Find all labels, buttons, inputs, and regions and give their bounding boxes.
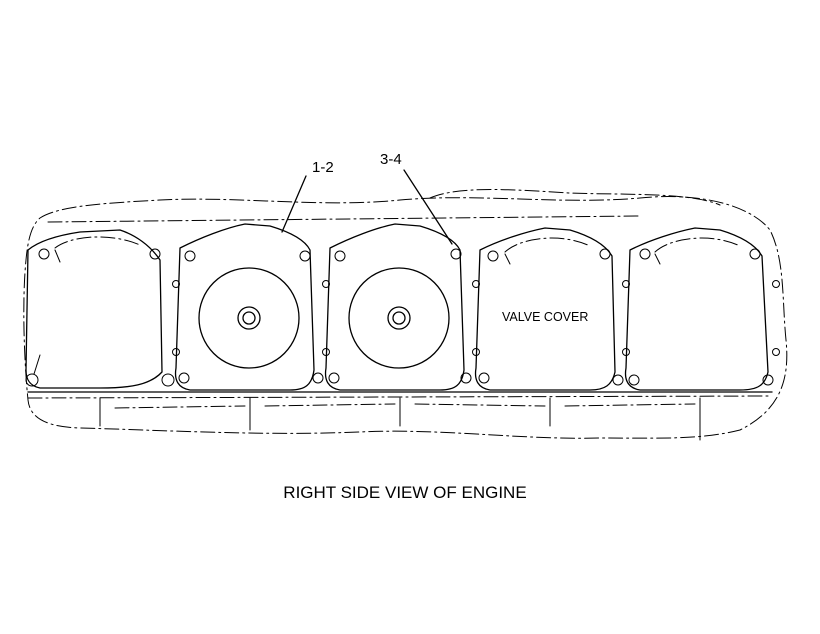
valve-cover-2 [172,223,324,391]
valve-cover-label: VALVE COVER [502,310,588,324]
engine-outline [23,196,788,439]
valve-cover-1 [25,229,175,389]
valve-cover-4 [472,227,624,391]
block-lower-line [27,395,771,399]
valve-cover-3 [322,223,472,391]
leader-line-3-4 [403,169,453,245]
block-segment-dividers [99,397,701,441]
callout-label-3-4: 3-4 [380,151,402,168]
callout-label-1-2: 1-2 [312,159,334,176]
engine-upper-line [47,215,641,223]
leader-line-1-2 [281,175,307,233]
diagram-caption: RIGHT SIDE VIEW OF ENGINE [283,483,526,502]
engine-top-ridge [429,189,721,206]
valve-cover-5 [622,227,780,391]
